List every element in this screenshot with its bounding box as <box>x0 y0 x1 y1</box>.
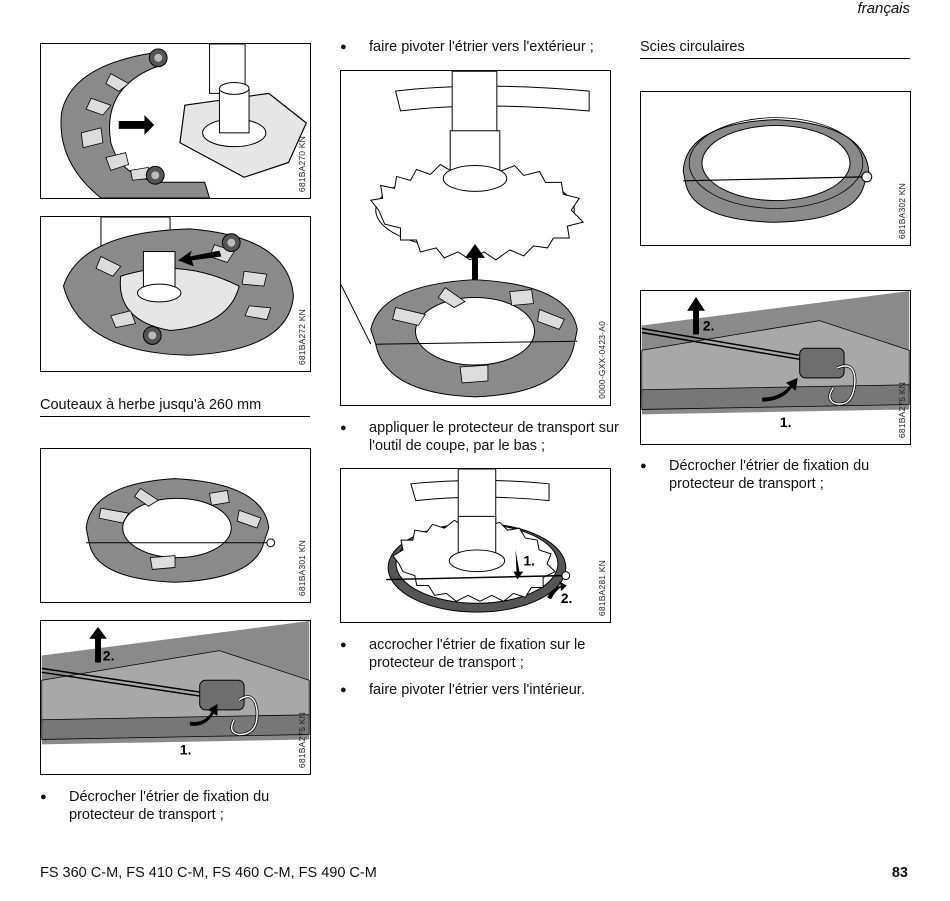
bullet-item: ● faire pivoter l'étrier vers l'extérieu… <box>340 39 594 55</box>
figure-transport-guard: 681BA301 KN <box>40 448 311 603</box>
figure-code: 0000-GXX-0423-A0 <box>597 321 607 399</box>
bullet-item: ● accrocher l'étrier de fixation sur le … <box>340 637 586 671</box>
figure-saw-unhook-bracket: 2. 1. 681BA275 KN <box>640 290 911 445</box>
step-label-1: 1. <box>523 553 535 569</box>
figure-code: 681BA301 KN <box>297 539 307 596</box>
figure-guard-removal: 681BA270 KN <box>40 43 311 199</box>
language-label: français <box>857 0 910 17</box>
step-label-2: 2. <box>561 590 573 606</box>
page-number: 83 <box>891 865 908 881</box>
bullet-glyph: ● <box>340 41 347 53</box>
step-label-1: 1. <box>780 414 792 430</box>
figure-code: 681BA302 KN <box>897 182 907 239</box>
figure-hook-bracket: 1. 2. 681BA281 KN <box>340 468 611 623</box>
bullet-item: ● Décrocher l'étrier de fixation du prot… <box>40 789 270 823</box>
figure-code: 681BA272 KN <box>297 308 307 365</box>
section-heading-circular-saws: Scies circulaires <box>640 39 910 59</box>
step-label-2: 2. <box>703 317 715 333</box>
figure-code: 681BA275 KN <box>897 381 907 438</box>
figure-saw-blade-guard: 0000-GXX-0423-A0 <box>340 70 611 406</box>
figure-saw-transport-guard: 681BA302 KN <box>640 91 911 246</box>
bullet-glyph: ● <box>340 639 347 651</box>
section-heading-grass-knives: Couteaux à herbe jusqu'à 260 mm <box>40 397 310 417</box>
step-label-1: 1. <box>180 741 192 757</box>
figure-code: 681BA281 KN <box>597 559 607 616</box>
bullet-glyph: ● <box>340 422 347 434</box>
figure-unhook-bracket: 2. 1. 681BA275 KN <box>40 620 311 775</box>
bullet-item: ● faire pivoter l'étrier vers l'intérieu… <box>340 682 585 698</box>
bullet-glyph: ● <box>340 684 347 696</box>
figure-code: 681BA270 KN <box>297 135 307 192</box>
bullet-glyph: ● <box>40 791 47 803</box>
figure-code: 681BA275 KN <box>297 711 307 768</box>
step-label-2: 2. <box>103 647 115 663</box>
bullet-glyph: ● <box>640 460 647 472</box>
footer-model-list: FS 360 C-M, FS 410 C-M, FS 460 C-M, FS 4… <box>40 865 377 881</box>
figure-guard-mounted: 681BA272 KN <box>40 216 311 372</box>
bullet-item: ● appliquer le protecteur de transport s… <box>340 420 619 454</box>
bullet-item: ● Décrocher l'étrier de fixation du prot… <box>640 458 870 492</box>
